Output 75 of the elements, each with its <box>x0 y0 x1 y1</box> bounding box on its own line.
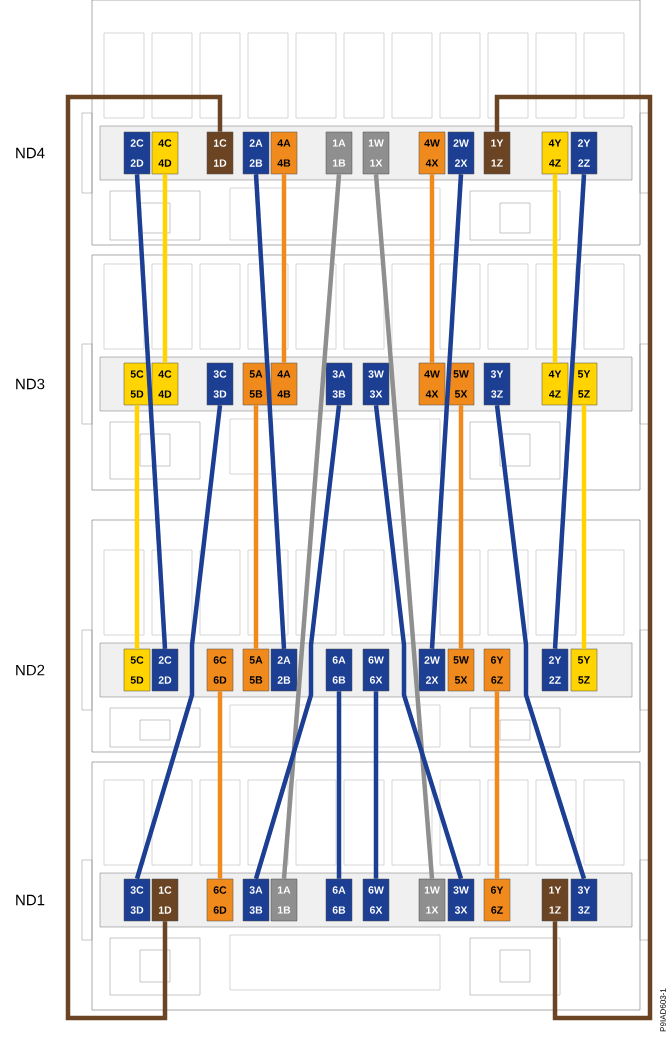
cable <box>373 174 435 879</box>
drawer-label: ND3 <box>16 378 45 390</box>
port-connector: 5A 5B <box>242 648 270 692</box>
cable <box>494 405 587 880</box>
port-connector: 4Y 4Z <box>541 362 569 406</box>
port-connector: 6Y 6Z <box>483 878 511 922</box>
port-connector: 4A 4B <box>270 362 298 406</box>
port-connector: 2A 2B <box>270 648 298 692</box>
port-connector: 3W 3X <box>447 878 475 922</box>
cable <box>373 405 464 880</box>
port-connector: 3A 3B <box>325 362 353 406</box>
port-connector: 3Y 3Z <box>570 878 598 922</box>
cable <box>253 405 259 649</box>
cable <box>552 174 587 649</box>
port-connector: 4W 4X <box>418 362 446 406</box>
cable <box>281 174 342 879</box>
drawer-label: ND1 <box>16 894 45 906</box>
port-connector: 2Y 2Z <box>570 131 598 175</box>
port-connector: 6Y 6Z <box>483 648 511 692</box>
port-connector: 4C 4D <box>151 362 179 406</box>
port-connector: 5A 5B <box>242 362 270 406</box>
port-connector: 5C 5D <box>123 362 151 406</box>
port-connector: 2W 2X <box>447 131 475 175</box>
port-connector: 3C 3D <box>123 878 151 922</box>
cable <box>552 174 558 363</box>
port-connector: 5W 5X <box>447 648 475 692</box>
port-connector: 1A 1B <box>270 878 298 922</box>
port-connector: 1W 1X <box>362 131 390 175</box>
cable <box>134 405 140 649</box>
port-connector: 6W 6X <box>362 878 390 922</box>
port-connector: 1Y 1Z <box>483 131 511 175</box>
cable <box>336 691 342 879</box>
port-connector: 5Y 5Z <box>570 648 598 692</box>
port-connector: 1Y 1Z <box>541 878 569 922</box>
cable <box>281 174 287 363</box>
port-connector: 2A 2B <box>242 131 270 175</box>
cable <box>162 174 168 363</box>
figure-code: P9IAD603-1 <box>660 988 666 1032</box>
port-connector: 4A 4B <box>270 131 298 175</box>
cable <box>134 174 168 649</box>
cable <box>253 174 287 649</box>
port-connector: 6A 6B <box>325 878 353 922</box>
port-connector: 5C 5D <box>123 648 151 692</box>
port-connector: 2C 2D <box>151 648 179 692</box>
port-connector: 4Y 4Z <box>541 131 569 175</box>
drawer-label: ND4 <box>16 147 45 159</box>
cable <box>429 174 435 363</box>
cable <box>494 691 500 879</box>
port-connector: 3A 3B <box>242 878 270 922</box>
port-connector: 1A 1B <box>325 131 353 175</box>
port-connector: 2W 2X <box>418 648 446 692</box>
port-connector: 3Y 3Z <box>483 362 511 406</box>
cable <box>581 405 587 649</box>
cable <box>65 94 223 1021</box>
cable <box>494 94 653 1021</box>
port-connector: 2C 2D <box>123 131 151 175</box>
port-connector: 4C 4D <box>151 131 179 175</box>
port-connector: 6W 6X <box>362 648 390 692</box>
cable <box>429 174 464 649</box>
cable <box>253 405 342 880</box>
port-connector: 1W 1X <box>418 878 446 922</box>
port-connector: 2Y 2Z <box>541 648 569 692</box>
cable <box>373 691 379 879</box>
cable <box>458 405 464 649</box>
port-connector: 6C 6D <box>206 878 234 922</box>
port-connector: 1C 1D <box>206 131 234 175</box>
cable <box>217 691 223 879</box>
port-connector: 6C 6D <box>206 648 234 692</box>
port-connector: 1C 1D <box>151 878 179 922</box>
drawer-label: ND2 <box>16 664 45 676</box>
port-connector: 3C 3D <box>206 362 234 406</box>
cable <box>134 405 223 880</box>
port-connector: 4W 4X <box>418 131 446 175</box>
port-connector: 6A 6B <box>325 648 353 692</box>
port-connector: 3W 3X <box>362 362 390 406</box>
